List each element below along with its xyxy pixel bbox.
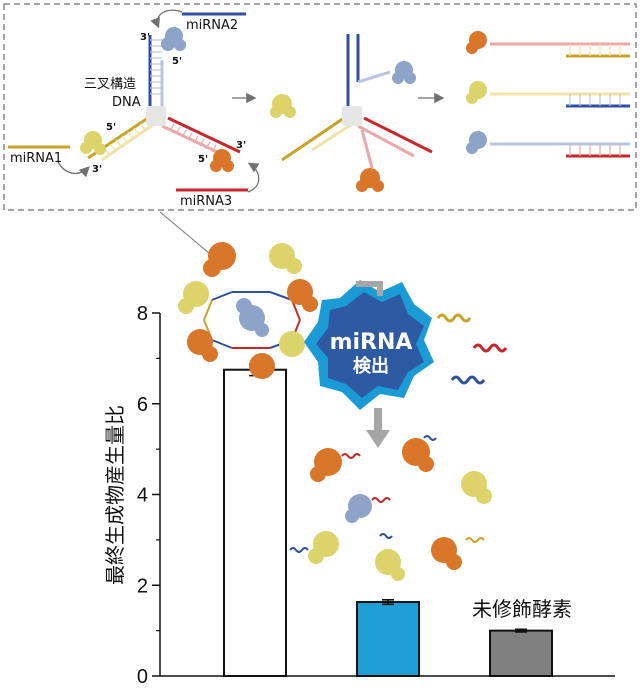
enzyme-blue-cluster <box>236 298 269 337</box>
red-arm <box>161 116 241 158</box>
yellow-arm-5prime: 5' <box>106 122 116 133</box>
enzyme-cluster <box>178 242 318 379</box>
mirna1-arrow <box>57 161 90 178</box>
enzyme-blue-left <box>161 27 186 51</box>
structure-label-line1: 三叉構造 <box>84 77 136 92</box>
red-arm-3prime: 3' <box>236 140 246 151</box>
red-arm-5prime: 5' <box>198 154 208 165</box>
y-tick-label: 0 <box>137 666 148 688</box>
y-tick-label: 6 <box>137 394 148 416</box>
bar-series <box>223 363 553 678</box>
y-tick-label: 4 <box>137 485 148 507</box>
bar-3 <box>489 629 553 677</box>
three-way-dna-left <box>80 27 241 172</box>
three-way-dna-middle <box>270 34 433 192</box>
y-tick-label: 8 <box>137 303 148 325</box>
schematic-dashed-border <box>3 3 637 211</box>
mirna3-arrow <box>247 162 260 193</box>
yellow-arm-3prime: 3' <box>92 164 102 175</box>
y-axis-label: 最終生成物産生量比 <box>103 405 127 585</box>
flow-arrow-top <box>356 281 383 296</box>
enzyme-yellow-left <box>80 131 106 155</box>
error-bar-3 <box>515 628 527 633</box>
enzyme-orange-left <box>210 149 234 172</box>
free-mirna-blue <box>450 375 486 385</box>
mirna1-label: miRNA1 <box>10 151 62 166</box>
zoom-connector-line <box>159 211 216 259</box>
free-mirna-red <box>472 343 508 353</box>
badge-text-detection: 検出 <box>353 355 389 377</box>
mirna2-arrow <box>150 9 183 29</box>
structure-label-line2: DNA <box>112 95 141 110</box>
free-mirna-yellow <box>436 313 472 323</box>
badge-core <box>316 292 424 398</box>
y-tick-label: 2 <box>137 575 148 597</box>
error-bar-2 <box>382 598 394 606</box>
blue-arm <box>148 35 164 108</box>
y-axis-ticks: 0 2 4 6 8 <box>137 303 160 688</box>
mirna3-label: miRNA3 <box>180 194 232 209</box>
junction-core <box>146 106 166 126</box>
released-products <box>466 31 630 158</box>
bar-annotation-unmodified-enzyme: 未修飾酵素 <box>472 597 572 621</box>
bar-1 <box>223 368 287 677</box>
mirna2-label: miRNA2 <box>186 18 238 33</box>
released-enzymes <box>289 435 492 581</box>
flow-arrow-down <box>366 408 390 448</box>
bar-2 <box>356 601 420 678</box>
badge-text-mirna: miRNA <box>330 330 413 355</box>
blue-arm-5prime: 5' <box>172 56 182 67</box>
blue-arm-3prime: 3' <box>140 32 150 43</box>
enzyme-orange-cluster <box>187 242 318 379</box>
schematic-panel: miRNA2 miRNA1 miRNA3 3' 5' 5' 3' 5' 3' 三… <box>3 3 637 211</box>
mirna-detection-badge: miRNA 検出 <box>304 280 434 410</box>
enzyme-yellow-cluster <box>178 243 305 357</box>
